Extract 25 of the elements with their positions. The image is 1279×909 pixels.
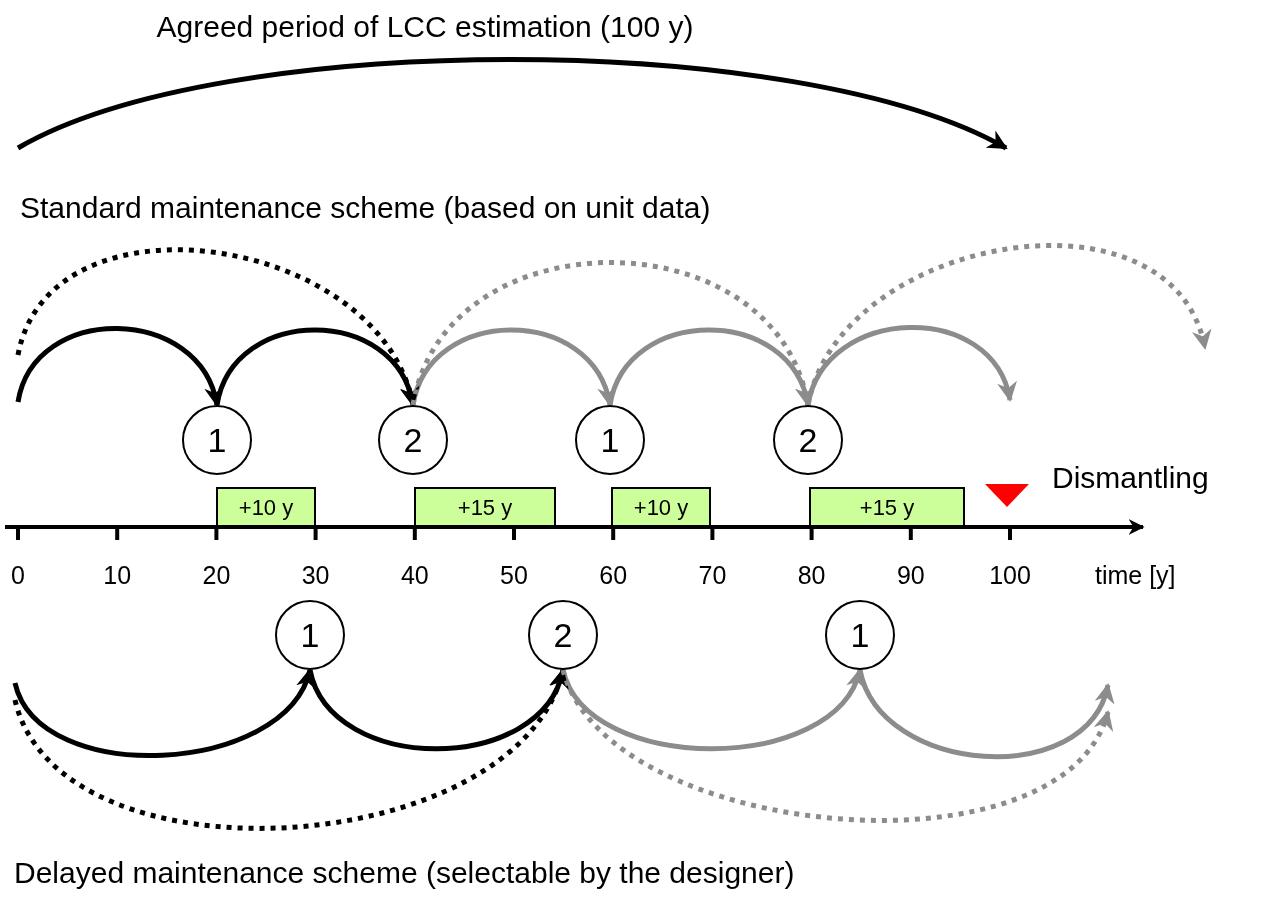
extension-bar: +15 y [809, 487, 965, 527]
axis-label: 90 [896, 563, 925, 588]
axis-label: 80 [797, 563, 826, 588]
axis-label: 20 [202, 563, 231, 588]
extension-bar: +10 y [216, 487, 316, 527]
dashed-arrow [12, 668, 566, 830]
extension-bar: +15 y [414, 487, 556, 527]
dashed-arrow [805, 243, 1209, 406]
axis-label: 100 [989, 563, 1031, 588]
axis-label: 50 [500, 563, 528, 588]
label: Delayed maintenance scheme (selectable by the designer) [14, 858, 795, 888]
axis-label: 30 [301, 563, 330, 588]
dashed-arrow [15, 247, 417, 407]
axis-label: 0 [11, 563, 25, 588]
axis-label: 70 [698, 563, 727, 588]
label: Agreed period of LCC estimation (100 y) [156, 12, 694, 42]
axis-label: time [y] [1095, 563, 1176, 588]
axis-label: 40 [400, 563, 429, 588]
axis-label: 10 [103, 563, 132, 588]
extension-bar: +10 y [611, 487, 711, 527]
label: Dismantling [1052, 463, 1209, 493]
dashed-arrow [560, 668, 1111, 823]
arrow [12, 668, 313, 758]
axis-label: 60 [599, 563, 628, 588]
label: Standard maintenance scheme (based on unit data) [20, 193, 711, 223]
